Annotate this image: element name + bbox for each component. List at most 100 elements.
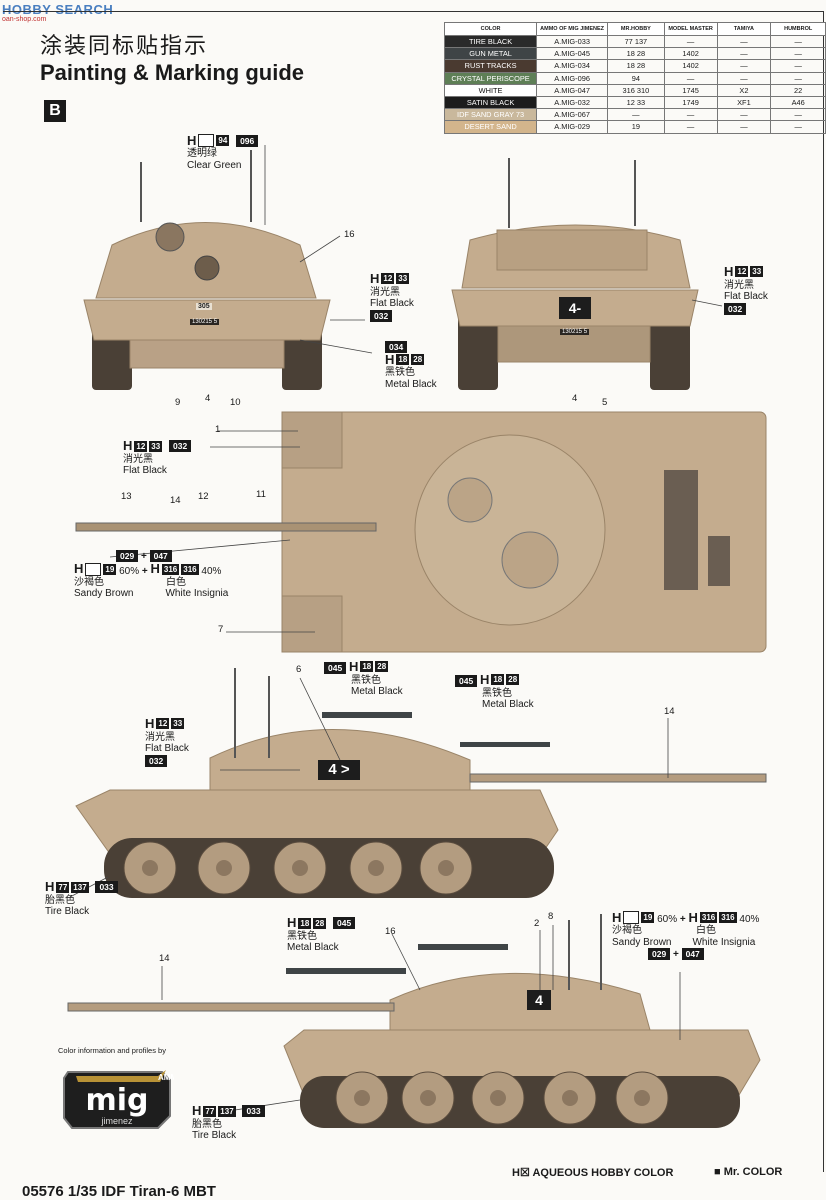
front-searchlight [155,222,185,252]
part-number: 2 [534,918,540,929]
part-number: 5 [602,397,608,408]
leader-line [69,876,109,898]
marking-plate-front: 130215 5 [190,319,220,325]
side2-mg [286,968,406,974]
watermark-sub: oan-shop.com [2,16,47,23]
legend-mrcolor: ■ Mr. COLOR [714,1166,783,1178]
leader-line [691,299,723,307]
color-table-cell: — [716,120,772,134]
swatch-box [198,134,215,147]
part-number: 16 [385,926,396,937]
color-table: COLOR AMMO OF MIG JIMENEZ MR.HOBBY MODEL… [443,22,826,134]
page-frame [3,11,824,1172]
col-model-master: MODEL MASTER [663,22,718,36]
road-wheel-hub [420,1090,436,1106]
color-table-cell: A.MIG-029 [536,120,609,134]
color-table-cell: — [770,120,826,134]
leader-line [109,539,291,558]
leader-line [391,933,421,991]
rear-bustle [496,229,648,271]
front-antenna [140,162,142,222]
top-turret [414,434,606,626]
color-table-cell: DESERT SAND [443,120,538,134]
marking-side-number: 4 > [318,760,360,780]
part-number: 14 [664,706,675,717]
road-wheel-hub [354,1090,370,1106]
leader-line [299,677,341,761]
part-number: 7 [218,624,224,635]
side2-gun-barrel [67,1002,395,1012]
side2-mg [418,944,508,950]
road-wheel-hub [438,860,454,876]
part-number: 11 [256,489,266,500]
side2-antenna [600,914,602,990]
leader-line [299,339,373,354]
part-number: 4 [205,393,211,404]
legend-aqueous: H☒ AQUEOUS HOBBY COLOR [512,1167,674,1179]
top-engine-grille [708,536,730,586]
side2-turret [389,972,651,1031]
mig-brand-text: mig [85,1083,148,1118]
marking-front-number: 305 [196,303,212,310]
top-engine-grille [664,470,698,590]
color-table-cell: — [663,120,718,134]
road-wheel-hub [634,1090,650,1106]
road-wheel-hub [292,860,308,876]
color-table-cell: 19 [607,120,665,134]
mig-logo-graphic: mig AMMO jimenez [63,1070,174,1129]
top-cupola [447,477,493,523]
front-lower-hull [129,339,285,369]
road-wheel-hub [562,1090,578,1106]
page-title: Painting & Marking guide [40,60,305,85]
part-number: 8 [548,911,554,922]
color-table-header: COLOR AMMO OF MIG JIMENEZ MR.HOBBY MODEL… [443,22,826,36]
mig-sub-text: jimenez [100,1116,133,1126]
rear-antenna [508,158,510,228]
part-number: 13 [121,491,132,502]
col-tamiya: TAMIYA [716,22,772,36]
road-wheel-hub [142,860,158,876]
side-antenna [268,676,270,758]
side-gun-barrel [469,773,767,783]
top-fender-front [281,411,343,469]
side-mg [460,742,550,747]
top-cupola [501,531,559,589]
part-number: 14 [159,953,170,964]
top-gun-barrel [75,522,377,532]
color-table-cell: TIRE BLACK [443,34,538,49]
marking-rear-number: 4- [559,297,591,319]
title-chinese: 涂装同标贴指示 [40,34,209,59]
watermark: HOBBY SEARCH [2,2,114,17]
road-wheel-hub [490,1090,506,1106]
side-antenna [234,668,236,758]
color-table-cell: WHITE [443,83,538,97]
part-number: 12 [198,491,209,502]
mig-logo: mig AMMO jimenez [62,1060,174,1130]
part-number: 4 [572,393,578,404]
col-humbrol: HUMBROL [770,22,826,36]
part-number: 10 [230,397,241,408]
part-number: 16 [344,229,355,240]
road-wheel-hub [216,860,232,876]
side-mg [322,712,412,718]
road-wheel-hub [368,860,384,876]
part-number: 14 [170,495,181,506]
top-fender-rear [281,595,343,653]
part-number: 9 [175,397,181,408]
part-number: 1 [215,424,221,435]
marking-plate-rear: 130215 5 [560,329,590,335]
